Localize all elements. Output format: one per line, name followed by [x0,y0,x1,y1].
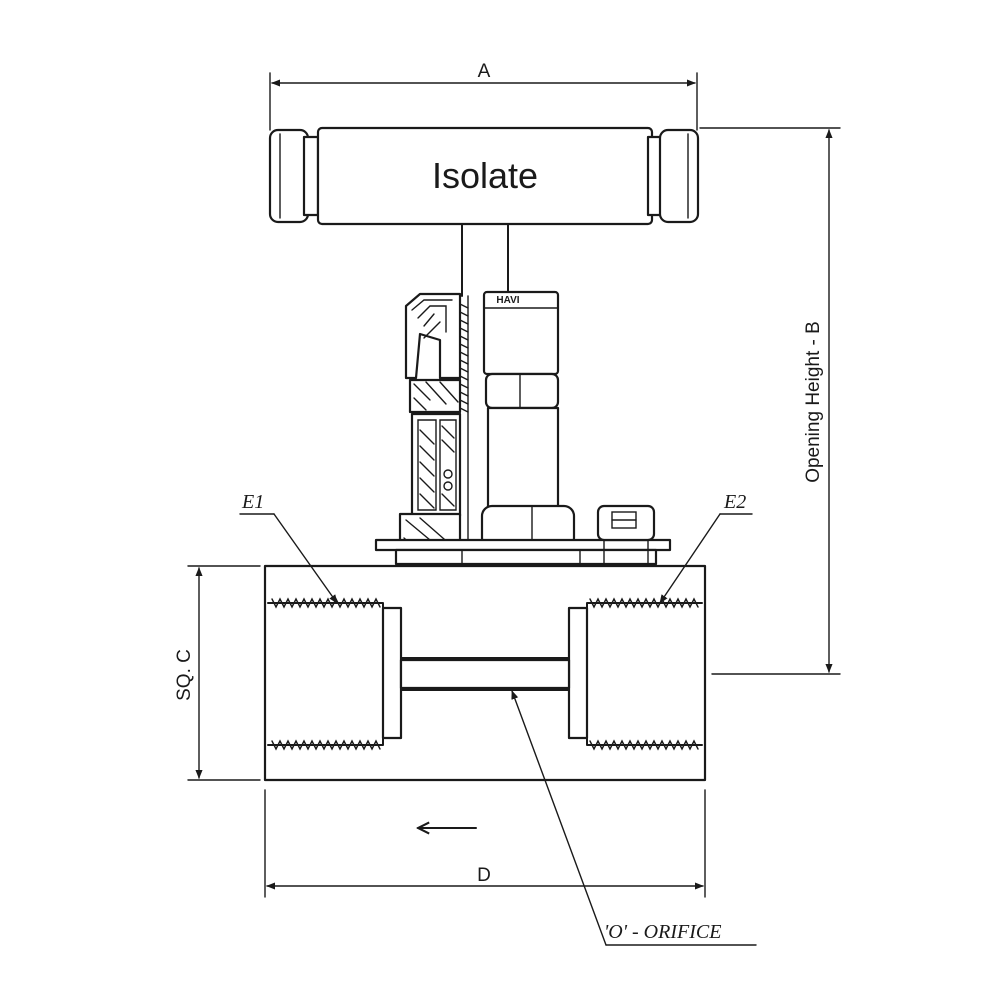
t-handle: Isolate [268,126,700,226]
callout-e1: E1 [239,491,338,604]
dimension-d-label: D [477,865,491,886]
bonnet-cap: HAVI [482,290,560,376]
callout-orifice-label: 'O' - ORIFICE [604,921,721,943]
callout-e1-label: E1 [241,491,264,513]
mounting-plate [374,538,672,566]
valve-body [263,564,707,782]
stem-thread [459,295,469,541]
valve-stem [461,223,509,297]
callout-e2-label: E2 [723,491,746,513]
orifice-passage [399,657,571,691]
handle-label: Isolate [432,155,538,196]
dimension-b-label: Opening Height - B [803,321,824,483]
hex-nut-upper [484,372,560,410]
dimension-c: SQ. C [174,565,261,781]
dimension-d: D [264,789,706,898]
callout-e2: E2 [659,491,753,604]
bonnet-assembly: HAVI [374,290,672,566]
brand-mark: HAVI [496,295,519,306]
dimension-a: A [269,61,698,131]
dimension-a-label: A [478,61,491,82]
panel-screw [596,504,656,565]
dimension-b: Opening Height - B [699,127,841,675]
dimension-c-label: SQ. C [174,649,195,701]
callout-orifice: 'O' - ORIFICE [511,690,757,946]
